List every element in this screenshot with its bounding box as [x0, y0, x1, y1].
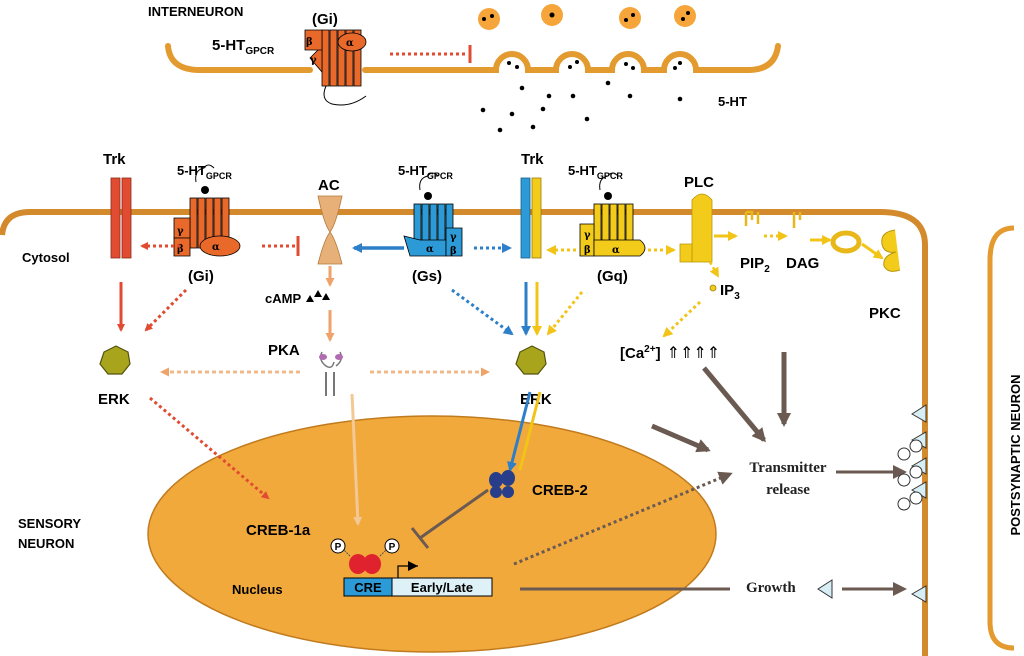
- gi-top-label: (Gi): [312, 11, 338, 28]
- sensory-label-2: NEURON: [18, 536, 74, 551]
- trk-receptor-left: [110, 177, 132, 259]
- creb2: [489, 470, 515, 498]
- gpcr-gq: γ β α: [579, 172, 646, 257]
- pkc: [830, 229, 901, 272]
- gpcr-interneuron: β γ α: [304, 29, 367, 106]
- dag-label: DAG: [786, 255, 819, 272]
- trk-receptor-right: [520, 177, 542, 259]
- gpcr-gs: γ α β: [403, 172, 463, 257]
- svg-text:α: α: [346, 38, 354, 49]
- svg-text:γ: γ: [450, 232, 457, 243]
- release-label: release: [766, 482, 810, 498]
- camp-label: cAMP: [265, 291, 301, 306]
- cytosol-label: Cytosol: [22, 250, 70, 265]
- pka: [319, 351, 343, 396]
- svg-text:γ: γ: [584, 230, 591, 241]
- gene-promoter: [343, 561, 493, 597]
- pkc-label: PKC: [869, 305, 901, 322]
- interneuron-membrane: [165, 43, 781, 73]
- postsynaptic-label: POSTSYNAPTIC NEURON: [1008, 374, 1023, 535]
- svg-text:α: α: [212, 242, 220, 253]
- interneuron-terminal: INTERNEURON 5-HT: [148, 4, 781, 133]
- creb1a-label: CREB-1a: [246, 522, 311, 539]
- pathway-arrows: [117, 231, 907, 596]
- ip3-label: IP3: [720, 282, 740, 302]
- transmitter-label: Transmitter: [749, 460, 827, 476]
- ht-gpcr-right-label: 5-HTGPCR: [568, 163, 623, 181]
- sensory-membrane: [0, 209, 928, 656]
- trk-right-label: Trk: [521, 151, 544, 168]
- ht-gpcr-top-label: 5-HTGPCR: [212, 37, 275, 57]
- postsynaptic-receptors: [897, 404, 927, 603]
- postsynaptic-bracket: [987, 225, 1015, 651]
- creb2-label: CREB-2: [532, 482, 588, 499]
- cre-label: CRE: [354, 580, 382, 595]
- svg-text:β: β: [177, 244, 184, 255]
- svg-text:γ: γ: [177, 226, 184, 237]
- svg-text:γ: γ: [310, 55, 317, 66]
- gs-label: (Gs): [412, 268, 442, 285]
- pip2-marker: [744, 210, 760, 226]
- erk-right: [515, 345, 547, 375]
- sensory-label-1: SENSORY: [18, 516, 81, 531]
- plc: [679, 193, 713, 263]
- gi-label: (Gi): [188, 268, 214, 285]
- camp-triangles: [306, 290, 330, 302]
- ht-gpcr-mid-label: 5-HTGPCR: [398, 163, 453, 181]
- pip2-label: PIP2: [740, 255, 770, 275]
- svg-text:β: β: [306, 37, 313, 48]
- growth-label: Growth: [746, 580, 796, 596]
- ht-gpcr-left-label: 5-HTGPCR: [177, 163, 232, 181]
- serotonin-label: 5-HT: [718, 94, 747, 109]
- adenylyl-cyclase: [317, 195, 343, 265]
- erk-left-label: ERK: [98, 391, 130, 408]
- nucleus-label: Nucleus: [232, 582, 283, 597]
- growth-triangle: [817, 579, 833, 599]
- svg-text:β: β: [450, 246, 457, 257]
- erk-left: [99, 345, 131, 375]
- plc-label: PLC: [684, 174, 714, 191]
- gpcr-gi: γ β α: [173, 164, 241, 257]
- svg-text:α: α: [426, 244, 434, 255]
- dag-marker: [792, 212, 802, 228]
- phospho-left: P: [335, 542, 342, 553]
- svg-text:α: α: [612, 245, 620, 256]
- early-late-label: Early/Late: [411, 580, 473, 595]
- gq-label: (Gq): [597, 268, 628, 285]
- trk-left-label: Trk: [103, 151, 126, 168]
- pka-label: PKA: [268, 342, 300, 359]
- calcium-label: [Ca2+]⇑⇑⇑⇑: [620, 344, 720, 362]
- ac-label: AC: [318, 177, 340, 194]
- creb1a: [330, 538, 400, 574]
- nucleus: [147, 415, 717, 653]
- phospho-right: P: [389, 542, 396, 553]
- svg-text:β: β: [584, 245, 591, 256]
- interneuron-label: INTERNEURON: [148, 4, 243, 19]
